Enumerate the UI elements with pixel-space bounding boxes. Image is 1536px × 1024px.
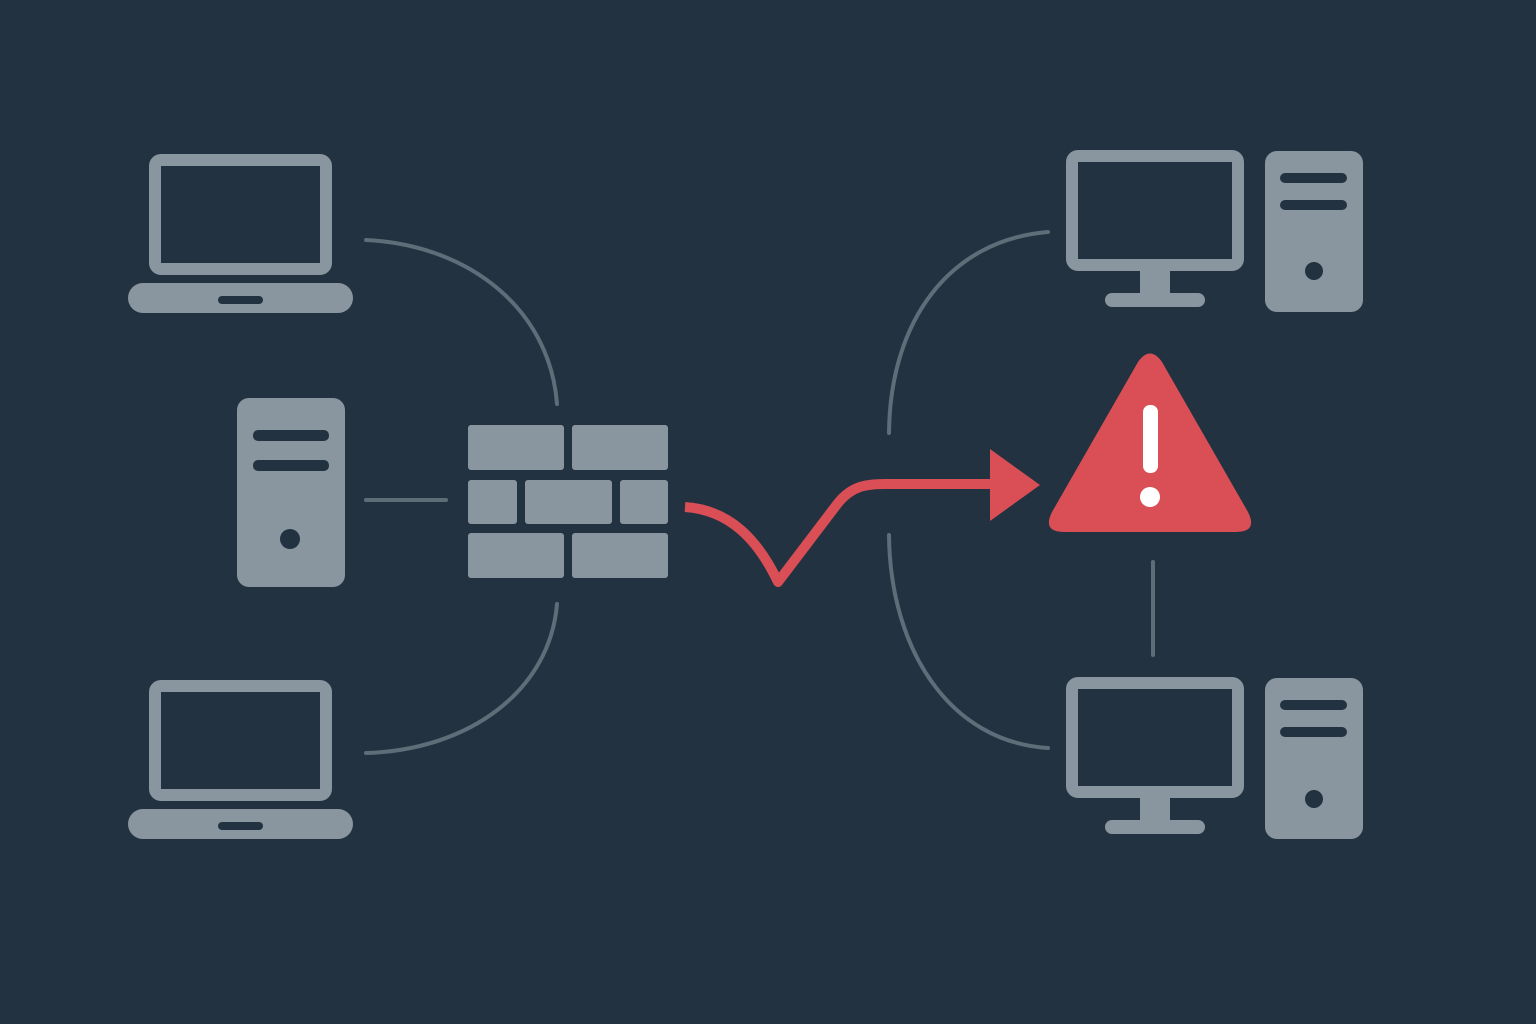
connectors — [364, 230, 1155, 755]
connector-top-left — [364, 238, 559, 406]
firewall-icon — [468, 425, 668, 578]
desktop-computer-icon — [1066, 150, 1363, 312]
red-arrow-icon — [684, 449, 1040, 587]
desktop-tower-icon — [237, 398, 345, 587]
warning-triangle-icon — [1048, 353, 1252, 532]
laptop-icon — [128, 154, 353, 313]
connector-top-right — [887, 230, 1050, 435]
connector-bottom-right — [887, 533, 1050, 750]
connector-bottom-left — [364, 602, 559, 755]
desktop-computer-icon — [1066, 677, 1363, 839]
laptop-icon — [128, 680, 353, 839]
